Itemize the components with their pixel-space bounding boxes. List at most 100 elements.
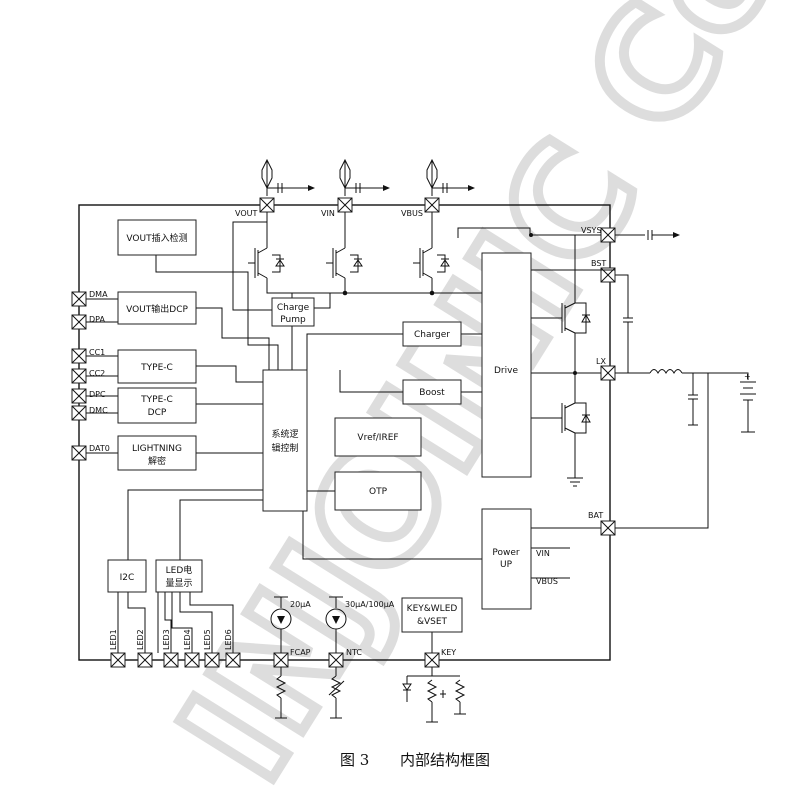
pin-label-vin: VIN (321, 209, 335, 218)
svg-text:TYPE-C: TYPE-C (140, 395, 173, 405)
svg-text:+: + (744, 372, 751, 381)
current-source-30ua: 30µA/100µA (325, 596, 395, 653)
svg-text:20µA: 20µA (290, 600, 311, 609)
svg-text:Pump: Pump (280, 315, 306, 325)
figure-title: 内部结构框图 (400, 751, 490, 769)
typec-dcp-block: TYPE-C DCP (117, 387, 197, 424)
logic-control-block: 系统逻 辑控制 (262, 369, 308, 512)
pin-cc2 (71, 368, 87, 384)
pin-vin (337, 197, 353, 213)
led-display-block: LED电 量显示 (155, 559, 203, 593)
svg-text:TYPE-C: TYPE-C (140, 363, 173, 373)
pin-label-key: KEY (441, 648, 456, 657)
lightning-block: LIGHTNING 解密 (117, 435, 197, 471)
pin-label-cc1: CC1 (89, 348, 105, 357)
pin-dpc (71, 388, 87, 404)
svg-text:辑控制: 辑控制 (271, 442, 298, 454)
pin-dpa (71, 314, 87, 330)
svg-text:OTP: OTP (369, 487, 388, 497)
pin-led6 (225, 652, 241, 668)
pin-led2 (137, 652, 153, 668)
pin-label-vsys: VSYS (581, 226, 602, 235)
pin-ntc (328, 652, 344, 668)
pin-dma (71, 291, 87, 307)
external-components: + (615, 230, 756, 529)
pin-label-dmc: DMC (89, 406, 108, 415)
pin-vout (259, 197, 275, 213)
svg-text:VOUT插入检测: VOUT插入检测 (126, 232, 187, 244)
boost-block: Boost (402, 379, 462, 405)
pin-label-led6: LED6 (224, 629, 233, 650)
internal-vin-label: VIN (536, 549, 550, 558)
pin-label-bst: BST (591, 259, 606, 268)
vout-connector (261, 158, 315, 196)
pin-label-lx: LX (596, 357, 606, 366)
pin-label-led2: LED2 (136, 629, 145, 650)
internal-vbus-label: VBUS (536, 577, 558, 586)
svg-text:LIGHTNING: LIGHTNING (132, 444, 182, 454)
svg-text:量显示: 量显示 (165, 578, 192, 589)
pmos-vbus (413, 247, 450, 279)
svg-text:Charge: Charge (277, 303, 310, 313)
charge-pump-block: Charge Pump (271, 297, 315, 327)
pin-bat (600, 520, 616, 536)
pin-fcap (273, 652, 289, 668)
svg-text:Boost: Boost (419, 388, 445, 398)
nmos-low-side (531, 371, 591, 487)
pin-label-cc2: CC2 (89, 369, 105, 378)
vout-detect-block: VOUT插入检测 (117, 219, 197, 256)
pin-label-led3: LED3 (162, 629, 171, 650)
external-bottom-components (275, 667, 466, 723)
power-up-block: Power UP (481, 508, 532, 610)
pin-label-led5: LED5 (203, 629, 212, 650)
pin-label-bat: BAT (588, 511, 603, 520)
key-wled-block: KEY&WLED &VSET (401, 597, 463, 633)
svg-text:DCP: DCP (148, 408, 167, 418)
vin-connector (339, 158, 390, 196)
pin-dmc (71, 405, 87, 421)
pin-lx (600, 365, 616, 381)
pin-key (424, 652, 440, 668)
pin-label-fcap: FCAP (290, 648, 311, 657)
pin-dat0 (71, 445, 87, 461)
otp-block: OTP (334, 471, 422, 511)
pin-label-dat0: DAT0 (89, 444, 110, 453)
pin-label-led4: LED4 (183, 629, 192, 650)
pin-label-led1: LED1 (109, 629, 118, 650)
pin-cc1 (71, 348, 87, 364)
vbus-connector (426, 158, 475, 196)
charger-block: Charger (402, 321, 462, 347)
pin-led3 (163, 652, 179, 668)
pin-vsys (600, 227, 616, 243)
pin-label-dpc: DPC (89, 390, 106, 399)
svg-text:系统逻: 系统逻 (271, 428, 298, 440)
svg-text:KEY&WLED: KEY&WLED (407, 604, 458, 614)
drive-block: Drive (481, 252, 532, 478)
figure-number: 图 3 (340, 751, 369, 769)
pmos-vout (248, 247, 285, 279)
svg-text:UP: UP (500, 560, 513, 570)
pin-led4 (184, 652, 200, 668)
typec-block: TYPE-C (117, 349, 197, 384)
pin-led1 (110, 652, 126, 668)
svg-text:LED电: LED电 (166, 564, 193, 576)
nmos-high-side (531, 235, 591, 373)
svg-text:Drive: Drive (494, 366, 518, 376)
svg-text:30µA/100µA: 30µA/100µA (345, 600, 395, 609)
pin-label-dma: DMA (89, 290, 108, 299)
current-source-20ua: 20µA (270, 596, 311, 653)
svg-text:I2C: I2C (120, 573, 135, 583)
pin-label-dpa: DPA (89, 315, 105, 324)
svg-text:Vref/IREF: Vref/IREF (357, 433, 398, 443)
pin-label-vout: VOUT (235, 209, 257, 218)
pin-led5 (204, 652, 220, 668)
svg-text:&VSET: &VSET (417, 617, 448, 627)
svg-text:解密: 解密 (148, 455, 166, 467)
svg-text:Power: Power (492, 548, 520, 558)
pin-vbus (424, 197, 440, 213)
pmos-vin (326, 247, 363, 279)
pin-label-ntc: NTC (346, 648, 362, 657)
vref-block: Vref/IREF (334, 417, 422, 457)
svg-text:Charger: Charger (414, 330, 450, 340)
